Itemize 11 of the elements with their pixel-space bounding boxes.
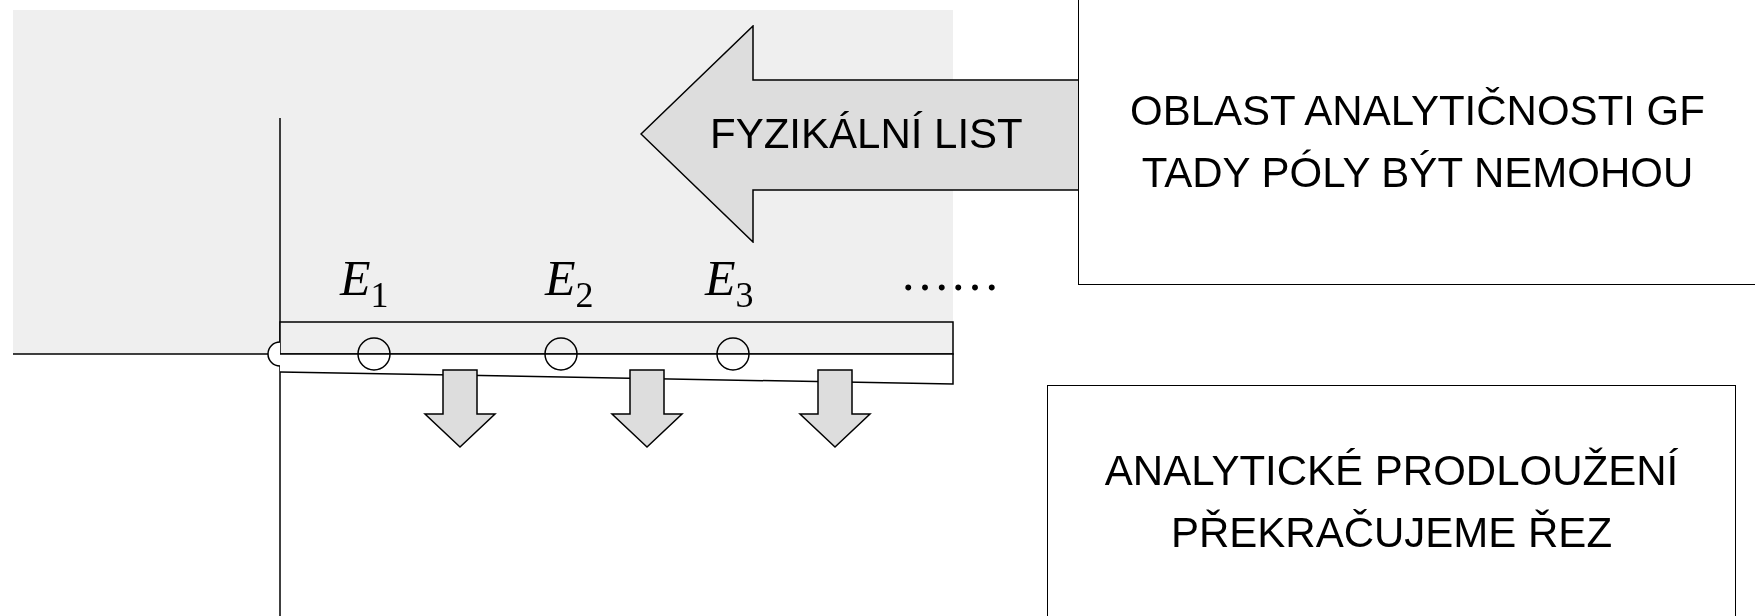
pole-label: E$_{2}$ (545, 250, 594, 317)
arrow-label: FYZIKÁLNÍ LIST (710, 109, 1023, 159)
ellipsis-text: …… (900, 245, 1000, 301)
text-box (1078, 0, 1755, 285)
text-box (1047, 385, 1736, 616)
pole-label: E$_{1}$ (340, 250, 389, 317)
box-text: ANALYTICKÉ PRODLOUŽENÍ (1104, 445, 1679, 496)
box-text: PŘEKRAČUJEME ŘEZ (1170, 507, 1613, 558)
box-text: OBLAST ANALYTIČNOSTI GF (1130, 85, 1705, 136)
pole-label: E$_{3}$ (705, 250, 754, 317)
box-text: TADY PÓLY BÝT NEMOHOU (1141, 147, 1694, 198)
